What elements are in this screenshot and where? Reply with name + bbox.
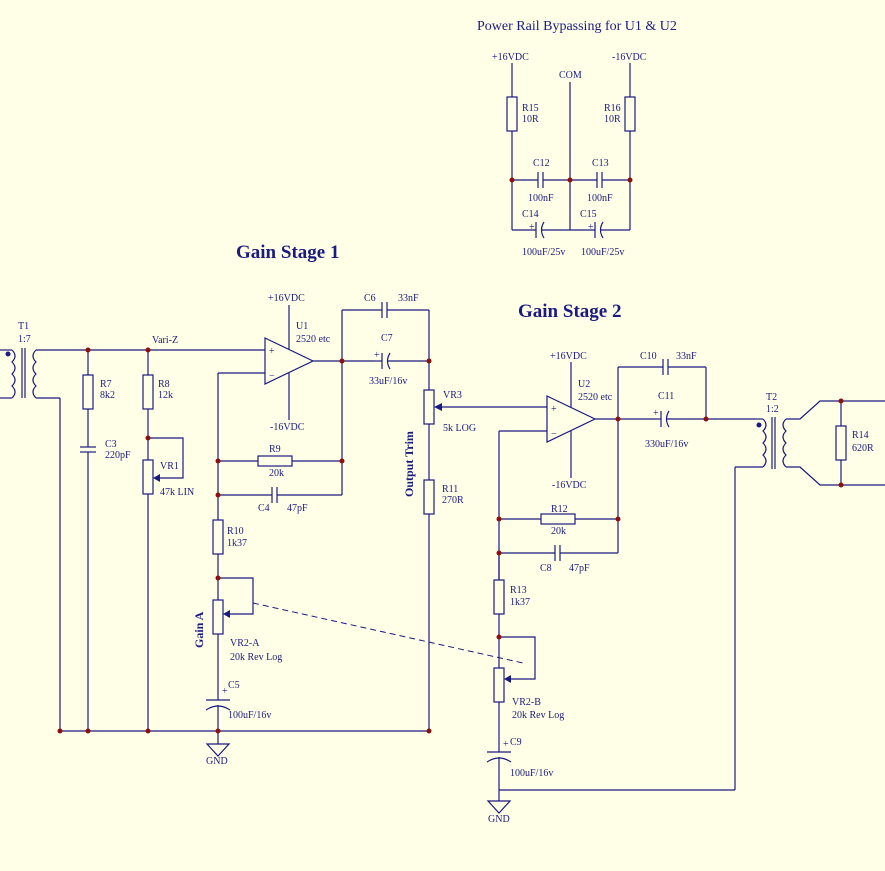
svg-text:R7: R7 [100, 379, 112, 390]
svg-text:+: + [374, 350, 380, 361]
svg-text:VR1: VR1 [160, 461, 179, 472]
gain-stage-2: Gain Stage 2 + − +16VDC -16VDC U2 2520 e… [434, 301, 885, 825]
ganged-pot-link [252, 602, 524, 664]
resistor-r16 [624, 96, 636, 132]
svg-text:R14: R14 [852, 430, 869, 441]
svg-text:47pF: 47pF [287, 503, 308, 514]
svg-text:8k2: 8k2 [100, 390, 115, 401]
svg-text:C5: C5 [228, 680, 240, 691]
svg-text:100uF/16v: 100uF/16v [510, 768, 553, 779]
svg-text:1k37: 1k37 [227, 538, 247, 549]
svg-text:33nF: 33nF [398, 293, 419, 304]
svg-text:270R: 270R [442, 495, 464, 506]
svg-text:1:2: 1:2 [766, 404, 779, 415]
svg-text:T1: T1 [18, 321, 29, 332]
svg-text:C6: C6 [364, 293, 376, 304]
svg-text:R13: R13 [510, 585, 527, 596]
svg-text:220pF: 220pF [105, 450, 131, 461]
svg-text:C9: C9 [510, 737, 522, 748]
svg-text:C3: C3 [105, 439, 117, 450]
svg-text:VR3: VR3 [443, 390, 462, 401]
svg-text:C12: C12 [533, 158, 550, 169]
svg-text:47k LIN: 47k LIN [160, 487, 194, 498]
svg-text:330uF/16v: 330uF/16v [645, 439, 688, 450]
svg-text:620R: 620R [852, 443, 874, 454]
svg-text:+16VDC: +16VDC [268, 293, 305, 304]
svg-text:20k Rev Log: 20k Rev Log [230, 652, 282, 663]
svg-text:20k: 20k [269, 468, 284, 479]
svg-text:2520 etc: 2520 etc [296, 334, 331, 345]
rail-pos-label: +16VDC [492, 52, 529, 63]
svg-text:GND: GND [206, 756, 228, 767]
svg-text:12k: 12k [158, 390, 173, 401]
svg-text:33uF/16v: 33uF/16v [369, 376, 407, 387]
svg-text:Vari-Z: Vari-Z [152, 335, 178, 346]
svg-text:C8: C8 [540, 563, 552, 574]
rail-com-label: COM [559, 70, 582, 81]
svg-text:-16VDC: -16VDC [552, 480, 587, 491]
svg-text:20k Rev Log: 20k Rev Log [512, 710, 564, 721]
svg-text:100uF/16v: 100uF/16v [228, 710, 271, 721]
svg-text:1:7: 1:7 [18, 334, 31, 345]
svg-text:+: + [222, 686, 228, 697]
resistor-r15 [506, 96, 518, 132]
svg-text:R11: R11 [442, 484, 458, 495]
gain-stage-1: Gain Stage 1 T1 1:7 Vari-Z R7 8k2 C3 220… [0, 242, 476, 767]
rail-bypass-section: Power Rail Bypassing for U1 & U2 +16VDC … [477, 19, 677, 258]
svg-text:−: − [551, 429, 557, 440]
rail-title: Power Rail Bypassing for U1 & U2 [477, 19, 677, 34]
svg-text:47pF: 47pF [569, 563, 590, 574]
svg-text:T2: T2 [766, 392, 777, 403]
svg-text:33nF: 33nF [676, 351, 697, 362]
svg-text:+: + [588, 222, 594, 233]
svg-text:+: + [503, 739, 509, 750]
svg-text:10R: 10R [522, 114, 539, 125]
opamp-u1 [264, 337, 315, 385]
stage1-title: Gain Stage 1 [236, 242, 339, 263]
stage2-title: Gain Stage 2 [518, 301, 621, 322]
rail-neg-label: -16VDC [612, 52, 647, 63]
svg-text:Output Trim: Output Trim [402, 431, 416, 497]
svg-text:+: + [551, 404, 557, 415]
svg-text:1k37: 1k37 [510, 597, 530, 608]
svg-text:C10: C10 [640, 351, 657, 362]
svg-text:VR2-A: VR2-A [230, 638, 260, 649]
svg-text:+: + [529, 222, 535, 233]
svg-text:100nF: 100nF [587, 193, 613, 204]
svg-text:U2: U2 [578, 379, 590, 390]
svg-text:U1: U1 [296, 321, 308, 332]
svg-text:+: + [269, 346, 275, 357]
svg-text:100uF/25v: 100uF/25v [581, 247, 624, 258]
svg-text:R12: R12 [551, 504, 568, 515]
svg-text:GND: GND [488, 814, 510, 825]
svg-text:Gain A: Gain A [192, 611, 206, 648]
svg-text:VR2-B: VR2-B [512, 697, 541, 708]
opamp-u2 [546, 395, 597, 443]
svg-text:R9: R9 [269, 444, 281, 455]
svg-text:R15: R15 [522, 103, 539, 114]
svg-text:C7: C7 [381, 333, 393, 344]
svg-text:C14: C14 [522, 209, 539, 220]
svg-text:20k: 20k [551, 526, 566, 537]
svg-text:5k LOG: 5k LOG [443, 423, 476, 434]
svg-text:+: + [653, 408, 659, 419]
svg-text:10R: 10R [604, 114, 621, 125]
svg-text:R8: R8 [158, 379, 170, 390]
svg-text:R16: R16 [604, 103, 621, 114]
svg-text:-16VDC: -16VDC [270, 422, 305, 433]
svg-text:C4: C4 [258, 503, 270, 514]
svg-text:−: − [269, 371, 275, 382]
svg-text:100nF: 100nF [528, 193, 554, 204]
svg-text:100uF/25v: 100uF/25v [522, 247, 565, 258]
svg-text:C13: C13 [592, 158, 609, 169]
svg-text:+16VDC: +16VDC [550, 351, 587, 362]
svg-text:C11: C11 [658, 391, 674, 402]
svg-text:C15: C15 [580, 209, 597, 220]
svg-text:R10: R10 [227, 526, 244, 537]
svg-text:2520 etc: 2520 etc [578, 392, 613, 403]
